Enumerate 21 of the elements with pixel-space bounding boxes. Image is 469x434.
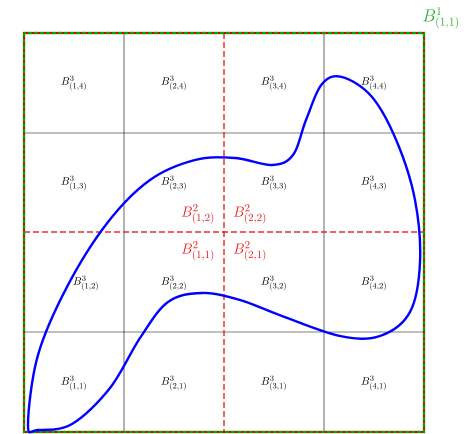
cell-label: $B^3_{(3,3)}$ — [261, 175, 286, 190]
block-label: $B^2_{(1,2)}$ — [182, 204, 214, 224]
cell-label: $B^3_{(4,3)}$ — [361, 175, 386, 190]
cell-label: $B^3_{(4,4)}$ — [361, 75, 386, 90]
block-label: $B^1_{(1,1)}$ — [423, 7, 458, 29]
cell-label: $B^3_{(3,4)}$ — [261, 75, 286, 90]
cell-label: $B^3_{(3,1)}$ — [261, 375, 286, 390]
cell-label: $B^3_{(1,2)}$ — [73, 275, 98, 290]
cell-label: $B^3_{(3,2)}$ — [261, 275, 286, 290]
cell-label: $B^3_{(2,3)}$ — [161, 175, 186, 190]
block-label: $B^2_{(1,1)}$ — [182, 241, 214, 261]
block-label: $B^2_{(2,2)}$ — [234, 204, 266, 224]
cell-label: $B^3_{(4,1)}$ — [361, 375, 386, 390]
cell-label: $B^3_{(1,3)}$ — [61, 175, 86, 190]
cell-label: $B^3_{(2,1)}$ — [161, 375, 186, 390]
block-label: $B^2_{(2,1)}$ — [234, 241, 266, 261]
cell-label: $B^3_{(1,4)}$ — [61, 75, 86, 90]
cell-label: $B^3_{(2,4)}$ — [161, 75, 186, 90]
cell-label: $B^3_{(2,2)}$ — [161, 275, 186, 290]
cell-label: $B^3_{(1,1)}$ — [61, 375, 86, 390]
cell-label: $B^3_{(4,2)}$ — [361, 275, 386, 290]
